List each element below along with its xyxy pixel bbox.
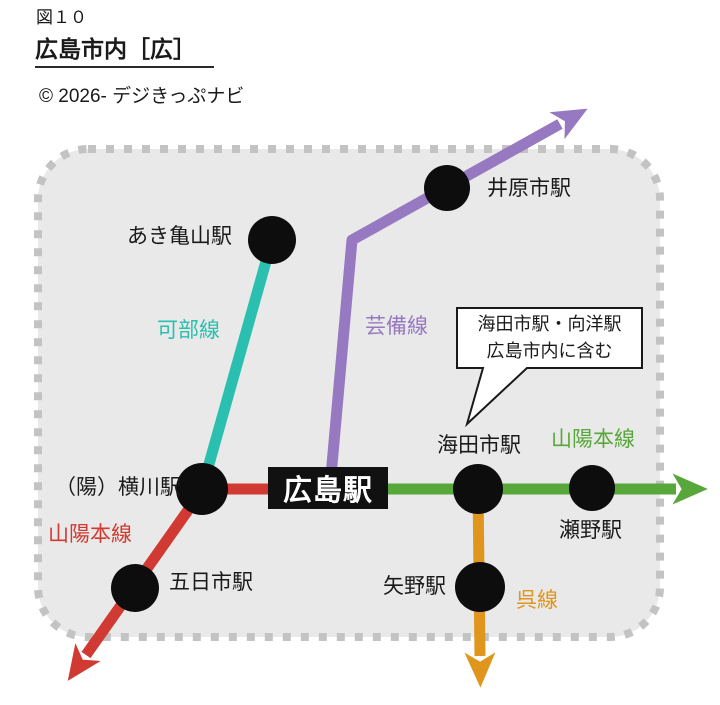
station-dot-kaita-shi <box>453 464 503 514</box>
station-label-kaita-shi: 海田市駅 <box>437 434 521 457</box>
station-dot-aki-kameyama <box>248 216 296 264</box>
figure-title: 広島市内［広］ <box>35 36 214 69</box>
hub-station-hiroshima: 広島駅 <box>268 467 388 509</box>
station-dot-itsukaichi <box>111 564 159 612</box>
station-dot-yokogawa <box>176 463 228 515</box>
callout-note-line1: 海田市駅・向洋駅 <box>477 314 622 334</box>
station-label-seno: 瀬野駅 <box>559 519 622 542</box>
callout-bubble <box>456 307 643 428</box>
station-label-yano: 矢野駅 <box>383 575 446 598</box>
copyright-notice: © 2026- デジきっぷナビ <box>39 86 245 107</box>
station-dot-ihara-shi <box>424 165 470 211</box>
line-label-kure: 呉線 <box>516 589 558 612</box>
line-label-sanyo-east: 山陽本線 <box>551 428 635 451</box>
callout-note: 海田市駅・向洋駅 広島市内に含む <box>457 308 642 368</box>
city-zone-box <box>34 145 664 641</box>
line-label-sanyo-west: 山陽本線 <box>48 523 132 546</box>
station-dot-seno <box>569 465 615 511</box>
station-dot-yano <box>455 562 505 612</box>
figure-number: 図１０ <box>36 8 87 27</box>
kabe-line-path <box>196 238 278 491</box>
callout-note-line2: 広島市内に含む <box>486 341 613 361</box>
station-label-itsukaichi: 五日市駅 <box>169 571 253 594</box>
station-label-yokogawa: （陽）横川駅 <box>55 476 181 499</box>
station-label-ihara-shi: 井原市駅 <box>487 177 571 200</box>
geibi-line-path <box>325 108 588 477</box>
station-label-aki-kameyama: あき亀山駅 <box>127 225 232 248</box>
line-label-kabe: 可部線 <box>157 319 220 342</box>
line-label-geibi: 芸備線 <box>365 315 428 338</box>
